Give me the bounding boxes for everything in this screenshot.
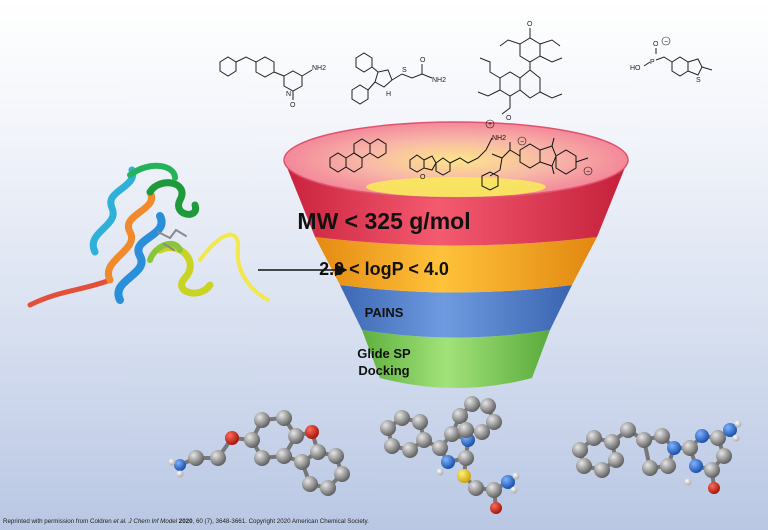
credit-part2: , 60 (7), 3648-3661. Copyright 2020 Amer… [192,518,369,525]
stage-label-docking: Docking [358,363,410,378]
benzothiazole-phosphonate-molecule [643,48,713,77]
pyrimidine-nh2-label: NH2 [312,65,326,72]
credit-journal: J Chem Inf Model [126,518,179,525]
amide-nh2-label: NH2 [432,77,446,84]
amide-o-label: O [420,57,426,64]
thiazole-s-label: S [696,77,701,84]
funnel-stage-logp [315,237,597,293]
credit-year: 2020 [178,518,193,525]
phthalimide-molecule [481,137,589,191]
ligand-sticks [157,229,187,251]
credit-etal: et al. [113,518,127,525]
phosphonate-minus-label: − [664,39,668,46]
stage-label-mw: MW < 325 g/mol [297,208,471,234]
tricyclic-ester-molecule [477,28,563,115]
top-molecules [219,28,713,115]
furan-oxygen-label: O [420,174,426,181]
fused-aromatic-molecule [329,138,387,173]
imidazole-h-label: H [386,91,391,98]
pyrimidine-o-label: O [290,102,296,109]
charge-minus-label-2: − [586,169,590,176]
stage-label-glide: Glide SP [357,346,411,361]
imidazole-s-label: S [402,67,407,74]
hydroxy-label: HO [630,65,641,72]
charge-minus-label-1: − [520,139,524,146]
hit-molecule-3 [572,420,742,494]
charge-plus-label: + [488,121,492,128]
methoxy-o-label-2: O [506,115,512,122]
phosphonate-o-label: O [653,41,659,48]
stage-label-logp: 2.0 < logP < 4.0 [319,259,449,279]
benzylpiperidine-molecule [219,56,313,100]
methoxy-o-label: O [527,21,533,28]
hit-molecule-1 [168,410,350,496]
funnel-rim-charges: + NH2 − − O [420,119,593,181]
funnel-stage-pains [340,285,572,338]
funnel-inner-glow [366,177,546,197]
credit-part1: Reprinted with permission from Coldren [3,518,114,525]
screening-funnel [283,121,629,388]
copyright-credit: Reprinted with permission from Coldren e… [3,518,369,525]
pyrimidine-n-label: N [286,91,291,98]
amine-label: NH2 [492,135,506,142]
hit-molecule-2 [380,396,520,514]
top-molecule-labels: N NH2 O H S O NH2 O O P HO O − S [286,21,701,122]
funnel-rim-molecules [329,137,589,191]
diphenylimidazole-molecule [351,52,433,105]
phosphorus-label: P [650,59,655,66]
dibenzofuran-amine-molecule [409,137,493,176]
funnel-stage-glide [362,330,550,388]
protein-ribbon-icon [27,162,270,308]
stage-label-pains: PAINS [364,305,404,320]
